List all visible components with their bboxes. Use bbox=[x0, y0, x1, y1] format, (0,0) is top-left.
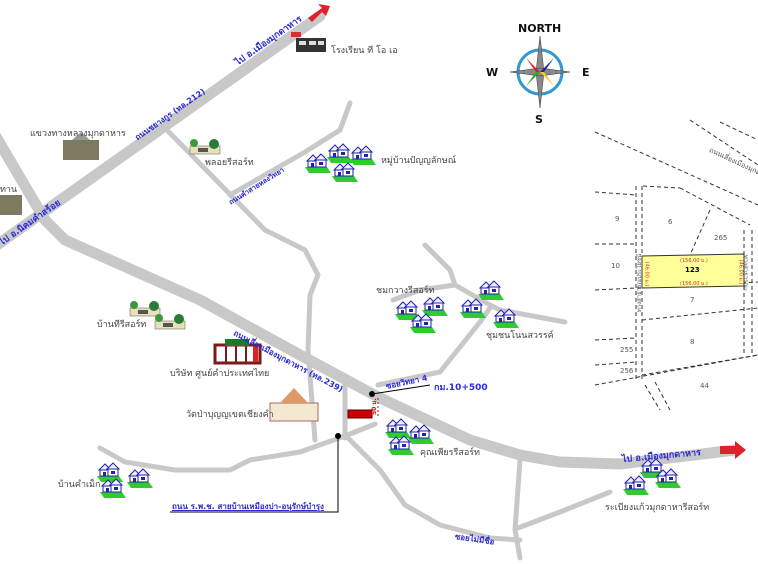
road-bypass bbox=[0, 132, 741, 470]
place-ban-kham: บ้านคำเม็ก bbox=[58, 480, 101, 490]
parcel-lot: 6 bbox=[668, 218, 673, 226]
company-icon bbox=[213, 339, 262, 365]
place-wat: วัดป่าบุญญเขตเชียงคำ bbox=[186, 410, 274, 420]
place-rawiang: ระเบียงแก้วมุกดาหารีสอร์ท bbox=[605, 503, 710, 513]
parcel-top-dim: (156.00 ม.) bbox=[680, 258, 708, 264]
place-banthiri: บ้านทีรีสอร์ท bbox=[97, 320, 147, 330]
parcel-lot: 10 bbox=[611, 262, 620, 270]
compass-south: S bbox=[535, 113, 543, 126]
parcel-lot: 7 bbox=[690, 296, 695, 304]
compass-north: NORTH bbox=[518, 22, 562, 35]
road-label-rphs: ถนน ร.พ.ช. สายบ้านเหมืองบ่า-อนุรักษ์บำรุ… bbox=[172, 502, 324, 511]
place-phalo-resort: พลอยรีสอร์ท bbox=[205, 158, 254, 168]
place-company: บริษัท ศูนย์คำประเทศไทย bbox=[170, 369, 270, 379]
arrow-top bbox=[308, 4, 330, 22]
parcel-lot: 44 bbox=[700, 382, 709, 390]
place-left-building: ทาน bbox=[0, 185, 18, 195]
parcel-lot: 265 bbox=[714, 234, 728, 242]
place-chumchon: ชุมชนโนนสวรรค์ bbox=[486, 331, 554, 341]
temple-icon bbox=[269, 388, 319, 422]
place-school: โรงเรียน ที โอ เอ bbox=[331, 46, 398, 56]
parcel-lot: 8 bbox=[690, 338, 695, 346]
parcel-bottom-dim: (156.00 ม.) bbox=[680, 281, 708, 287]
compass-icon bbox=[509, 35, 571, 109]
parcel-right-dim: (46.00 ม.) bbox=[737, 259, 744, 285]
parcel-lot: 256 bbox=[620, 367, 634, 375]
km-label: กม.10+500 bbox=[434, 383, 488, 393]
parcel-left-dim: (46.00 ม.) bbox=[643, 261, 650, 287]
left-building-icon bbox=[0, 195, 22, 215]
place-khunphian: คุณเพียรรีสอร์ท bbox=[420, 448, 480, 458]
parcel-lot-number: 123 bbox=[685, 266, 700, 274]
place-highway-office: แขวงทางหลวงมุกดาหาร bbox=[30, 129, 126, 139]
parcel-lot: 9 bbox=[615, 215, 620, 223]
parcel-lot: 255 bbox=[620, 346, 634, 354]
site-marker bbox=[347, 409, 373, 419]
compass-east: E bbox=[582, 66, 590, 79]
distance-label: 50 ม. bbox=[371, 398, 378, 415]
compass-west: W bbox=[486, 66, 499, 79]
arrow-right bbox=[720, 441, 746, 459]
highway-office-icon bbox=[63, 132, 99, 160]
school-icon bbox=[291, 32, 326, 52]
place-village-panya: หมู่บ้านปัญญลักษณ์ bbox=[381, 156, 457, 166]
place-chomkwang: ชมกวางรีสอร์ท bbox=[376, 286, 435, 296]
lot-123 bbox=[641, 253, 745, 289]
